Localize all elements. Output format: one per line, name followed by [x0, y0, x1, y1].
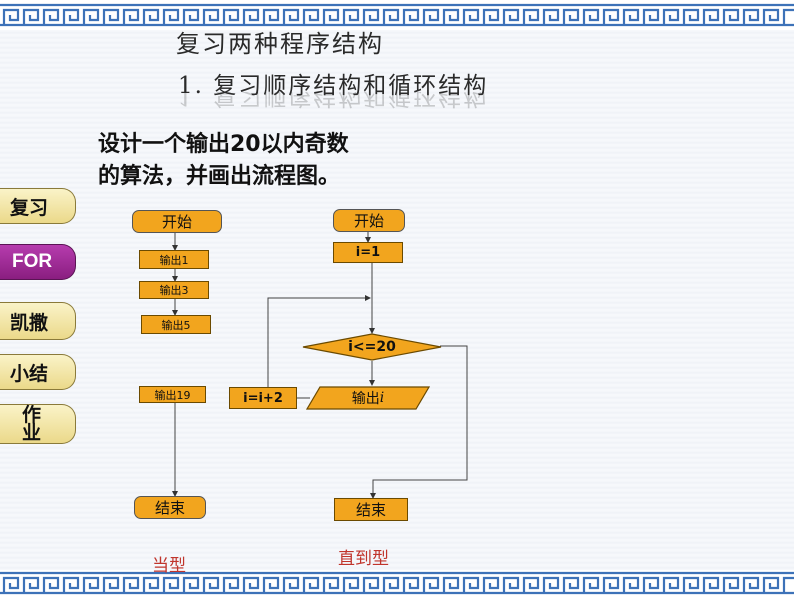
left-end-terminal: 结束	[134, 496, 206, 519]
right-output-prefix: 输出	[351, 391, 380, 407]
right-output-parallelogram	[306, 386, 430, 410]
right-loop-back	[267, 295, 371, 388]
left-caption: 当型	[152, 556, 186, 576]
task-line-2: 的算法，并画出流程图。	[98, 164, 341, 189]
right-increment-box: i=i+2	[229, 387, 297, 409]
right-caption: 直到型	[338, 549, 389, 569]
right-condition-label: i<=20	[348, 339, 396, 355]
left-start-terminal: 开始	[132, 210, 222, 233]
right-exit-path	[370, 345, 468, 499]
nav-summary-button[interactable]: 小结	[0, 354, 76, 390]
top-border-pattern	[0, 0, 794, 30]
main-title: 复习两种程序结构	[176, 30, 384, 58]
left-output-3: 输出3	[139, 281, 209, 299]
nav-for-button[interactable]: FOR	[0, 244, 76, 280]
nav-homework-label-2: 业	[22, 422, 42, 444]
right-end-box: 结束	[334, 498, 408, 521]
nav-kaisa-button[interactable]: 凯撒	[0, 302, 76, 340]
right-condition-diamond	[302, 333, 442, 361]
nav-homework-label-1: 作	[22, 404, 42, 426]
left-output-1: 输出1	[139, 250, 209, 269]
right-init-box: i=1	[333, 242, 403, 263]
nav-review-button[interactable]: 复习	[0, 188, 76, 224]
left-output-19: 输出19	[139, 386, 206, 403]
nav-homework-button[interactable]: 作 业	[0, 404, 76, 444]
right-start-terminal: 开始	[333, 209, 405, 232]
left-output-5: 输出5	[141, 315, 211, 334]
right-output-var: i	[379, 390, 385, 406]
bottom-border-pattern	[0, 570, 794, 596]
sub-title: 1. 复习顺序结构和循环结构	[178, 73, 489, 99]
task-line-1: 设计一个输出20以内奇数	[98, 132, 349, 157]
